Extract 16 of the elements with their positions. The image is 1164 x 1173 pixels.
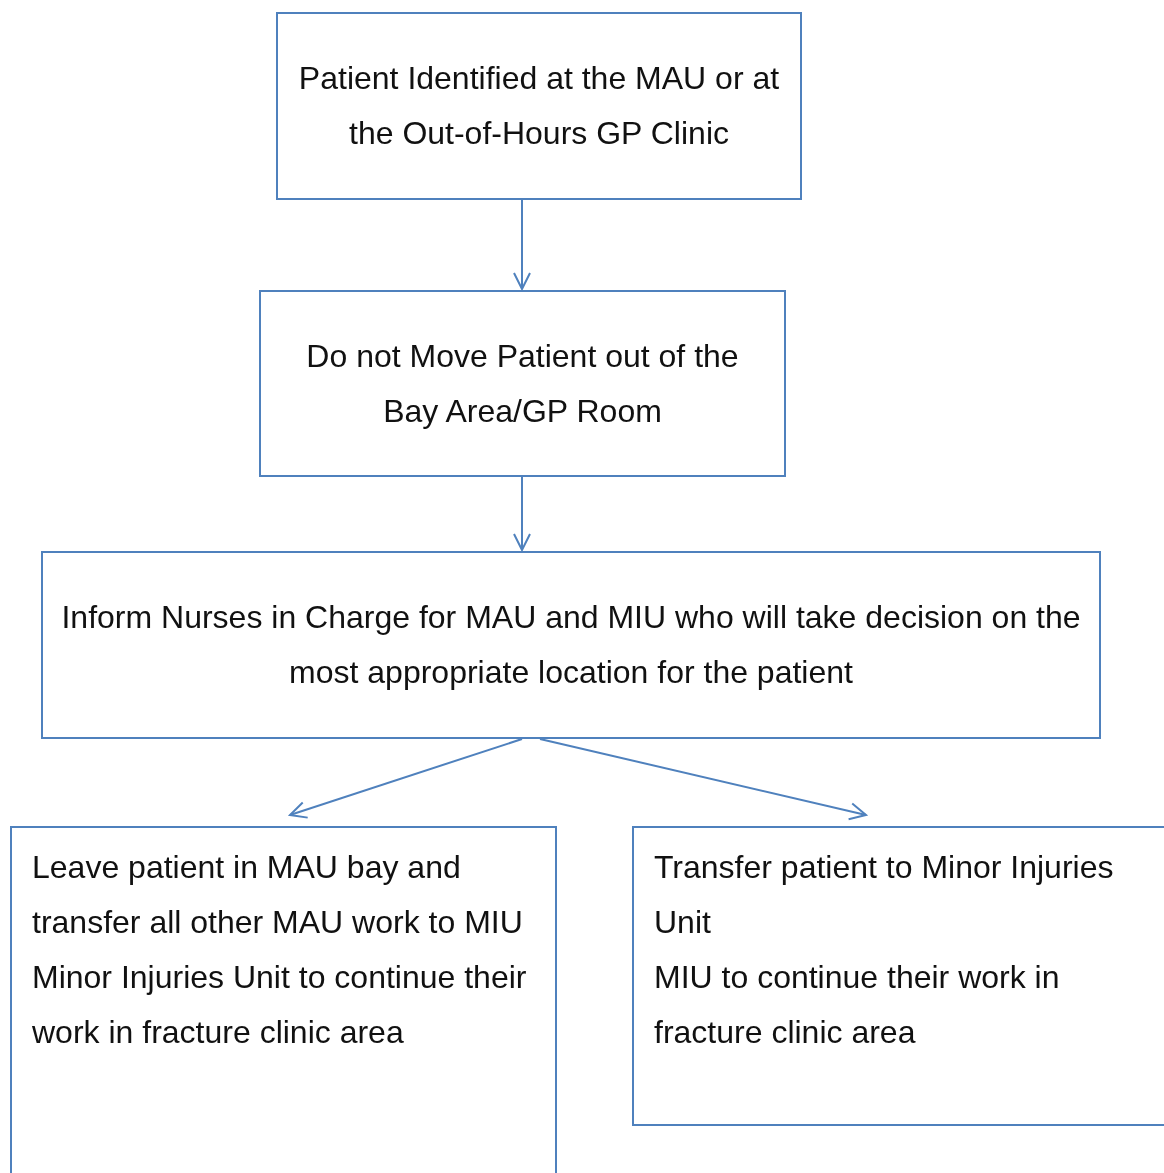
box-text: Minor Injuries Unit to continue their work in fracture clinic area — [32, 958, 528, 1052]
box-text: Leave patient in MAU bay and transfer all other MAU work to MIU — [32, 848, 524, 942]
process-box — [632, 826, 1164, 1126]
arrow — [513, 476, 531, 551]
arrow — [289, 738, 523, 819]
process-box — [41, 551, 1101, 739]
box-text: Do not Move Patient out of the Bay Area/GP Room — [305, 336, 740, 431]
arrow — [539, 738, 867, 821]
process-box — [259, 290, 786, 477]
box-text: Patient Identified at the MAU or at the Out-of-Hours GP Clinic — [297, 59, 781, 153]
arrow — [513, 199, 531, 290]
process-box — [10, 826, 557, 1173]
process-box — [276, 12, 802, 200]
box-text: Inform Nurses in Charge for MAU and MIU who will take decision on the most appropriate location for the patient — [60, 598, 1082, 692]
box-text: Transfer patient to Minor Injuries Unit — [654, 848, 1115, 942]
box-text: MIU to continue their work in fracture clinic area — [654, 958, 1061, 1052]
